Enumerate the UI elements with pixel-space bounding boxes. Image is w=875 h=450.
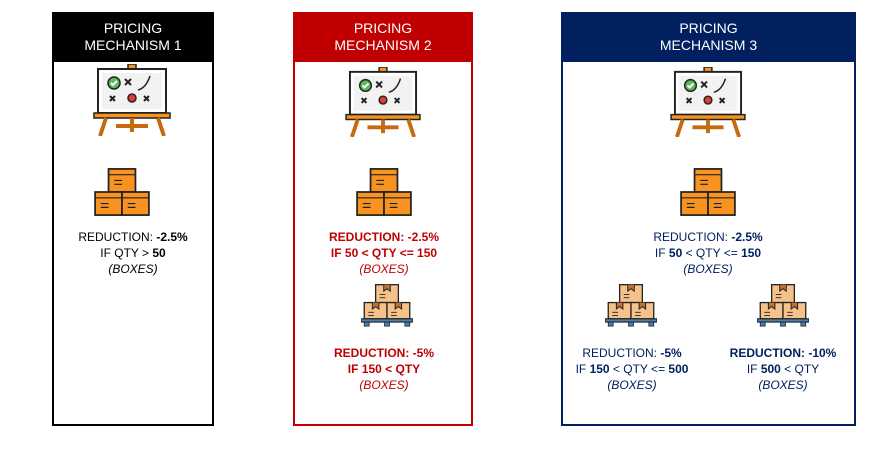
text-segment: IF 150 < QTY xyxy=(347,362,421,376)
text-segment: REDUCTION: xyxy=(653,230,732,244)
text-segment: 50 xyxy=(152,246,166,260)
header-line: MECHANISM 3 xyxy=(659,37,758,53)
tier-text: REDUCTION: -2.5% IF QTY > 50 (BOXES) xyxy=(78,229,187,277)
header-line: MECHANISM 1 xyxy=(84,37,182,53)
panel-header: PRICING MECHANISM 1 xyxy=(54,14,212,62)
boxes-icon xyxy=(679,167,737,217)
text-segment: REDUCTION: -10% xyxy=(729,346,837,360)
text-segment: IF xyxy=(746,362,761,376)
text-segment: -2.5% xyxy=(156,230,188,244)
text-segment: IF QTY > xyxy=(100,246,153,260)
text-segment: IF 50 < QTY <= 150 xyxy=(330,246,438,260)
strategy-easel-icon xyxy=(668,67,748,137)
strategy-easel-icon xyxy=(92,64,172,136)
header-line: PRICING xyxy=(679,20,738,36)
text-segment: -2.5% xyxy=(731,230,763,244)
pallet-boxes-icon xyxy=(757,283,809,327)
text-segment: (BOXES) xyxy=(607,378,657,392)
tier-text: REDUCTION: -2.5% IF 50 < QTY <= 150 (BOXE… xyxy=(329,229,439,277)
text-segment: -5% xyxy=(660,346,682,360)
text-segment: (BOXES) xyxy=(758,378,808,392)
text-segment: IF xyxy=(654,246,669,260)
text-segment: (BOXES) xyxy=(108,262,158,276)
pallet-boxes-icon xyxy=(361,283,413,327)
tier-text: REDUCTION: -5% IF 150 < QTY <= 500 (BOXE… xyxy=(576,345,689,393)
text-segment: 150 xyxy=(589,362,610,376)
text-segment: < QTY xyxy=(780,362,820,376)
text-segment: 500 xyxy=(668,362,689,376)
text-segment: REDUCTION: -5% xyxy=(333,346,435,360)
text-segment: REDUCTION: xyxy=(582,346,661,360)
pallet-boxes-icon xyxy=(605,283,657,327)
tier-text: REDUCTION: -5% IF 150 < QTY (BOXES) xyxy=(334,345,434,393)
panel-header: PRICING MECHANISM 3 xyxy=(563,14,854,62)
text-segment: IF xyxy=(575,362,590,376)
strategy-easel-icon xyxy=(343,67,423,137)
text-segment: 50 xyxy=(668,246,683,260)
panel-header: PRICING MECHANISM 2 xyxy=(295,14,471,62)
text-segment: (BOXES) xyxy=(359,378,409,392)
boxes-icon xyxy=(93,167,151,217)
header-line: PRICING xyxy=(103,20,163,36)
text-segment: (BOXES) xyxy=(359,262,409,276)
boxes-icon xyxy=(355,167,413,217)
pricing-mechanism-1-panel: PRICING MECHANISM 1 xyxy=(52,12,214,426)
text-segment: < QTY <= xyxy=(609,362,669,376)
pricing-mechanism-3-panel: PRICING MECHANISM 3 xyxy=(561,12,856,426)
tier-text: REDUCTION: -2.5% IF 50 < QTY <= 150 (BOX… xyxy=(653,229,762,277)
header-line: MECHANISM 2 xyxy=(334,37,432,53)
text-segment: REDUCTION: -2.5% xyxy=(328,230,440,244)
tier-text: REDUCTION: -10% IF 500 < QTY (BOXES) xyxy=(730,345,837,393)
text-segment: < QTY <= xyxy=(682,246,742,260)
text-segment: 500 xyxy=(760,362,781,376)
text-segment: REDUCTION: xyxy=(78,230,157,244)
header-line: PRICING xyxy=(353,20,413,36)
text-segment: 150 xyxy=(741,246,762,260)
text-segment: (BOXES) xyxy=(683,262,733,276)
pricing-mechanism-2-panel: PRICING MECHANISM 2 xyxy=(293,12,473,426)
